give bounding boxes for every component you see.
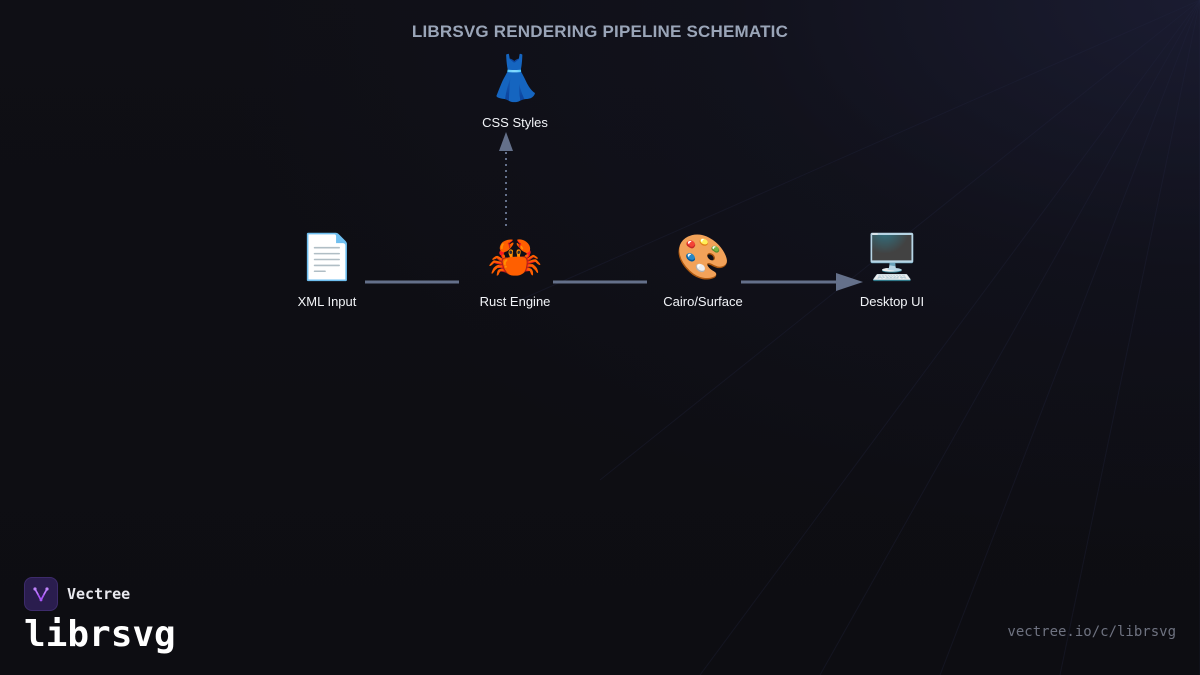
monitor-icon: 🖥️ [864,233,920,282]
node-rust-engine: 🦀 Rust Engine [445,232,585,309]
crab-icon: 🦀 [487,233,543,282]
node-label: CSS Styles [482,115,548,130]
node-css-styles: 👗 CSS Styles [445,53,585,130]
node-label: Cairo/Surface [663,294,743,309]
vectree-logo-icon [24,577,58,611]
brand-name: Vectree [67,585,131,603]
node-xml-input: 📄 XML Input [257,232,397,309]
brand-block: Vectree librsvg [24,577,176,657]
palette-icon: 🎨 [675,233,731,282]
dress-icon: 👗 [487,54,543,103]
edge-rust-to-css-arrowhead [499,132,513,151]
node-desktop-ui: 🖥️ Desktop UI [822,232,962,309]
node-label: XML Input [297,294,357,309]
node-label: Desktop UI [859,294,925,309]
diagram-title: LIBRSVG RENDERING PIPELINE SCHEMATIC [411,22,789,41]
node-cairo-surface: 🎨 Cairo/Surface [633,232,773,309]
document-icon: 📄 [299,233,355,282]
source-url[interactable]: vectree.io/c/librsvg [1007,624,1176,640]
node-label: Rust Engine [479,294,551,309]
product-name: librsvg [24,614,176,655]
edge-cairo-to-desktop-arrowhead [836,273,863,291]
